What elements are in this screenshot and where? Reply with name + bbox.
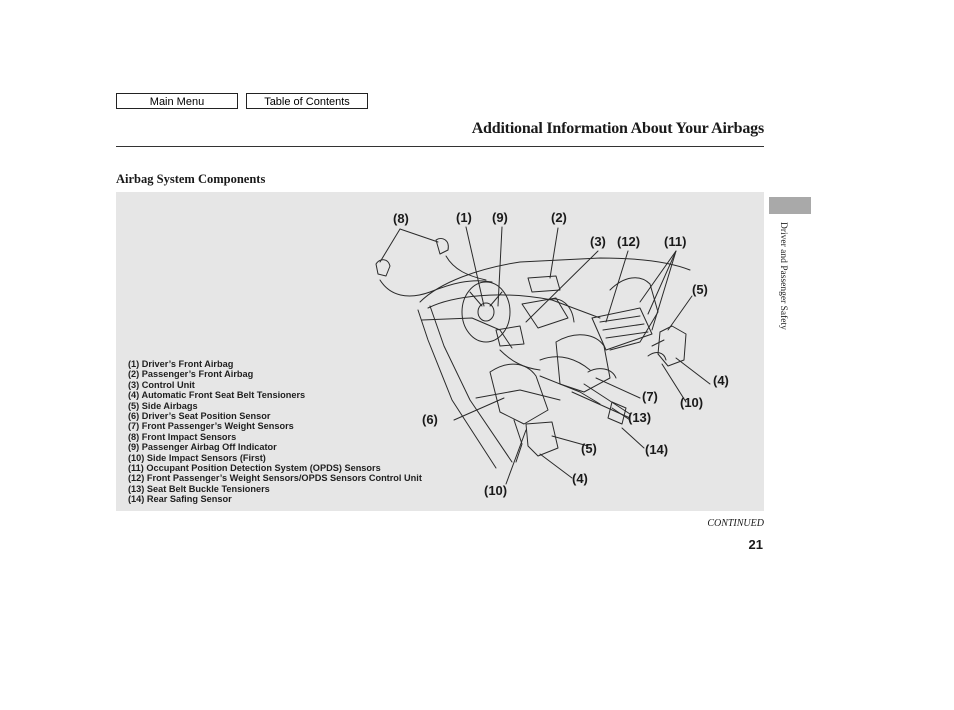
airbag-components-figure [116,192,764,511]
legend-item: (11) Occupant Position Detection System … [128,462,381,473]
title-divider [116,146,764,147]
legend-item: (14) Rear Safing Sensor [128,494,232,505]
callout-1: (1) [456,210,472,225]
car-interior-drawing [375,237,691,469]
callout-11: (11) [664,234,687,249]
callout-5-upper: (5) [692,282,708,297]
callout-10-upper: (10) [680,395,704,410]
legend-item: (3) Control Unit [128,379,195,390]
callout-13: (13) [628,410,652,425]
page-title: Additional Information About Your Airbag… [471,120,765,137]
table-of-contents-button[interactable]: Table of Contents [246,93,368,109]
callout-8: (8) [393,211,409,226]
legend-item: (2) Passenger’s Front Airbag [128,369,254,380]
legend-item: (7) Front Passenger’s Weight Sensors [128,421,294,432]
legend-item: (10) Side Impact Sensors (First) [128,452,266,463]
main-menu-button[interactable]: Main Menu [116,93,238,109]
section-side-label: Driver and Passenger Safety [778,222,788,330]
legend-item: (4) Automatic Front Seat Belt Tensioners [128,390,306,401]
legend-item: (1) Driver’s Front Airbag [128,359,234,369]
callout-leader-lines [379,226,711,485]
legend-item: (9) Passenger Airbag Off Indicator [128,442,277,453]
callout-2: (2) [551,210,567,225]
legend-item: (6) Driver’s Seat Position Sensor [128,410,271,421]
callout-5-lower: (5) [581,441,597,456]
callout-9: (9) [492,210,508,225]
callout-12: (12) [617,234,641,249]
components-legend: (1) Driver’s Front Airbag (2) Passenger’… [128,359,422,504]
callout-10-lower: (10) [484,483,508,498]
page-number: 21 [748,537,763,552]
callout-6: (6) [422,412,438,427]
callout-4-upper: (4) [713,373,729,388]
callout-4-lower: (4) [572,471,588,486]
callout-7: (7) [642,389,658,404]
section-heading: Airbag System Components [116,172,266,186]
section-tab-marker [769,197,811,214]
callout-14: (14) [645,442,669,457]
legend-item: (13) Seat Belt Buckle Tensioners [128,483,270,494]
continued-label: CONTINUED [707,518,764,529]
callout-3: (3) [590,234,606,249]
legend-item: (8) Front Impact Sensors [128,431,237,442]
legend-item: (5) Side Airbags [128,400,198,411]
legend-item: (12) Front Passenger’s Weight Sensors/OP… [128,473,422,484]
